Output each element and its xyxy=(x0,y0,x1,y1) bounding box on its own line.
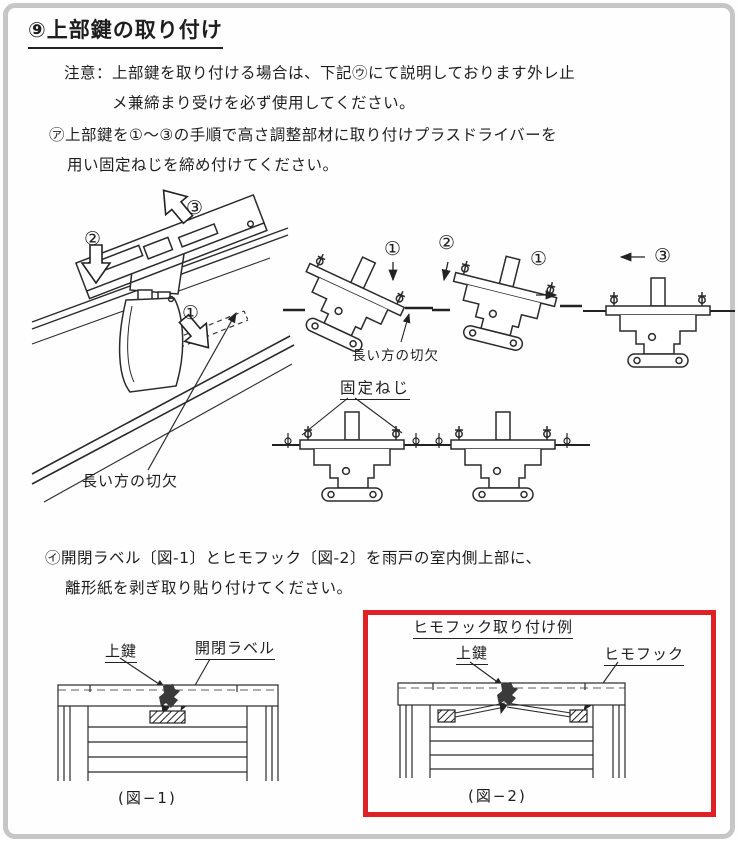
note-line-2: メ兼締まり受けを必ず使用してください。 xyxy=(112,94,416,112)
d1-step-number: ① xyxy=(384,238,402,260)
figure2-caption: (図−2) xyxy=(468,787,527,805)
step3-diagram xyxy=(583,252,735,368)
upper-lock-leader xyxy=(119,657,166,689)
hook-block-right xyxy=(569,709,588,723)
down-arrow xyxy=(441,261,451,282)
page-title: ⑨上部鍵の取り付け xyxy=(28,14,223,49)
upper-lock-leader xyxy=(469,661,504,687)
d2-step1-number: ① xyxy=(530,248,548,270)
iso-step2-number: ② xyxy=(84,228,102,250)
screw-diagram-1 xyxy=(272,397,437,502)
screw-diagram-2 xyxy=(425,411,590,502)
iso-step1-number: ① xyxy=(182,302,200,324)
screw-leader-right xyxy=(354,397,403,434)
lock-body-iso xyxy=(118,249,185,393)
figure2-highlight-box xyxy=(363,610,716,817)
step-b-line-1: ㋑開閉ラベル〔図-1〕とヒモフック〔図-2〕を雨戸の室内側上部に、 xyxy=(45,549,542,567)
fig1-upper-lock-label: 上鍵 xyxy=(105,640,138,663)
notch-leader-arrow xyxy=(400,312,411,343)
iso-step3-number: ③ xyxy=(186,197,204,219)
step-b-line-2: 離形紙を剥ぎ取り貼り付けてください。 xyxy=(65,579,353,597)
screw-leader-left xyxy=(301,397,349,436)
step-a-line-1: ㋐上部鍵を①～③の手順で高さ調整部材に取り付けプラスドライバーを xyxy=(49,126,558,144)
figure1-caption: (図−1) xyxy=(118,789,177,807)
figure2-drawing xyxy=(397,661,626,778)
fig2-hook-label: ヒモフック xyxy=(604,643,685,666)
d3-step-number: ③ xyxy=(654,245,672,267)
d2-step2-number: ② xyxy=(438,232,456,254)
hook-block-left xyxy=(437,709,456,723)
fig2-upper-lock-label: 上鍵 xyxy=(456,642,489,665)
step2-diagram xyxy=(432,244,582,358)
note-line-1: 注意：上部鍵を取り付ける場合は、下記㋒にて説明しております外レ止 xyxy=(64,64,576,82)
d1-notch-label: 長い方の切欠 xyxy=(352,348,439,364)
lock-plate-iso xyxy=(74,193,268,300)
fig2-title: ヒモフック取り付け例 xyxy=(413,616,574,639)
screw-label: 固定ねじ xyxy=(340,376,411,400)
figure1-drawing xyxy=(57,657,279,781)
outer-screws xyxy=(435,433,571,448)
open-close-sticker xyxy=(149,710,186,724)
step1-diagram xyxy=(283,237,433,364)
cord-lines xyxy=(454,702,572,718)
iso-lock-diagram xyxy=(31,180,295,503)
fig1-open-close-label: 開閉ラベル xyxy=(195,637,276,660)
notch-leader-arrow xyxy=(147,311,237,471)
outer-screws xyxy=(284,433,420,448)
step-a-line-2: 用い固定ねじを締め付けてください。 xyxy=(67,156,339,174)
iso-notch-label: 長い方の切欠 xyxy=(82,472,179,490)
